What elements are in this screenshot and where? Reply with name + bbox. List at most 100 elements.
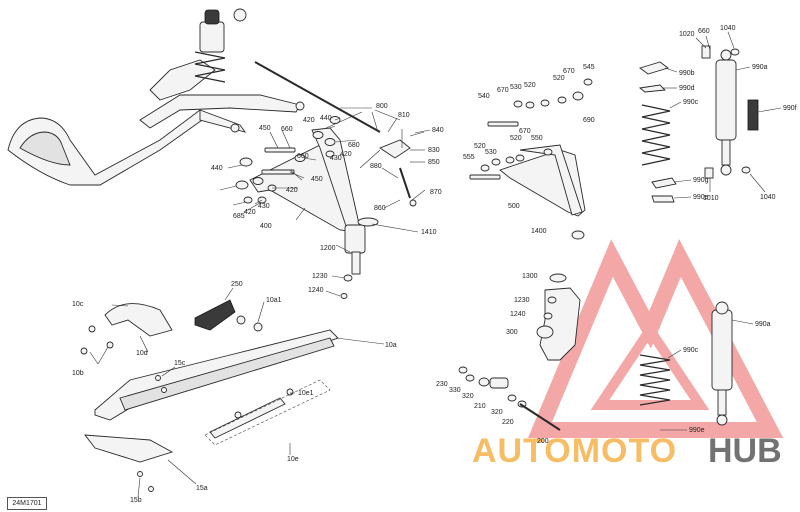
callout-990e-lower: 990e (689, 427, 705, 434)
leader-lines (89, 107, 431, 498)
callout-labels: 800 810 840 830 850 880 860 870 1410 120… (72, 103, 444, 504)
callout-990g: 990g (693, 177, 709, 184)
watermark-logo (527, 239, 784, 438)
callout-1230b: 1230 (514, 297, 530, 304)
callout-810: 810 (398, 112, 410, 119)
callout-320b: 320 (491, 409, 503, 416)
callout-1020: 1020 (679, 31, 695, 38)
spindle-hardware (458, 366, 561, 431)
callout-990f: 990f (783, 105, 797, 112)
shock-absorber-illustration (638, 45, 759, 203)
a-arm-lower-illustration (249, 127, 379, 275)
callout-1200: 1200 (320, 245, 336, 252)
callout-555: 555 (463, 154, 475, 161)
callout-840: 840 (432, 127, 444, 134)
callout-15a: 15a (196, 485, 208, 492)
callout-1040: 1040 (720, 25, 736, 32)
callout-10d: 10d (136, 350, 148, 357)
callout-530b: 530 (485, 149, 497, 156)
spindle-illustration (536, 287, 581, 361)
callout-680: 680 (348, 142, 360, 149)
callout-210: 210 (474, 403, 486, 410)
callout-690: 690 (583, 117, 595, 124)
front-suspension-assembly-illustration (7, 8, 381, 186)
callout-990e: 990e (693, 194, 709, 201)
callout-1300: 1300 (522, 273, 538, 280)
shock-leader-lines (660, 31, 782, 431)
callout-330: 330 (449, 387, 461, 394)
callout-685: 685 (233, 213, 245, 220)
watermark-text: AUTOMOTO (472, 432, 677, 470)
callout-450b: 450 (311, 176, 323, 183)
callout-870: 870 (430, 189, 442, 196)
callout-440: 440 (320, 115, 332, 122)
a-arm-hardware (235, 116, 353, 299)
callout-520d: 520 (510, 135, 522, 142)
callout-990a: 990a (752, 64, 768, 71)
callout-1040b: 1040 (760, 194, 776, 201)
shock-assembled-illustration (639, 301, 733, 426)
callout-420d: 420 (244, 209, 256, 216)
callout-420b: 420 (340, 151, 352, 158)
callout-430: 430 (330, 155, 342, 162)
callout-10c: 10c (72, 301, 84, 308)
callout-1410: 1410 (421, 229, 437, 236)
callout-250: 250 (231, 281, 243, 288)
callout-220: 220 (502, 419, 514, 426)
callout-230: 230 (436, 381, 448, 388)
callout-530: 530 (510, 84, 522, 91)
callout-420c: 420 (286, 187, 298, 194)
callout-420: 420 (303, 117, 315, 124)
watermark-text-hub: HUB (708, 432, 782, 470)
callout-540: 540 (478, 93, 490, 100)
a-arm-upper-illustration (469, 78, 593, 283)
ski-illustration (80, 299, 339, 492)
callout-400: 400 (260, 223, 272, 230)
callout-15b: 15b (130, 497, 142, 504)
callout-520: 520 (524, 82, 536, 89)
callout-990a-lower: 990a (755, 321, 771, 328)
callout-660b: 660 (297, 153, 309, 160)
callout-670: 670 (497, 87, 509, 94)
callout-660c: 660 (698, 28, 710, 35)
callout-670c: 670 (519, 128, 531, 135)
callout-990c: 990c (683, 99, 699, 106)
callout-1400: 1400 (531, 228, 547, 235)
callout-860: 860 (374, 205, 386, 212)
callout-520c: 520 (474, 143, 486, 150)
callout-10e1: 10e1 (298, 390, 314, 397)
callout-800: 800 (376, 103, 388, 110)
callout-440b: 440 (211, 165, 223, 172)
callout-320: 320 (462, 393, 474, 400)
callout-450: 450 (259, 125, 271, 132)
callout-500: 500 (508, 203, 520, 210)
callout-1010: 1010 (703, 195, 719, 202)
diagram-code: 24M1701 (7, 497, 47, 510)
callout-430b: 430 (258, 203, 270, 210)
callout-850: 850 (428, 159, 440, 166)
callout-200: 200 (537, 438, 549, 445)
callout-670b: 670 (563, 68, 575, 75)
callout-labels-right: 540 670 530 520 670 545 520 690 555 520 … (436, 64, 595, 445)
callout-10b: 10b (72, 370, 84, 377)
callout-10a1: 10a1 (266, 297, 282, 304)
callout-10e: 10e (287, 456, 299, 463)
ski-runner-outline (204, 379, 331, 446)
callout-1240: 1240 (308, 287, 324, 294)
callout-1240b: 1240 (510, 311, 526, 318)
callout-880: 880 (370, 163, 382, 170)
callout-300: 300 (506, 329, 518, 336)
callout-990c-lower: 990c (683, 347, 699, 354)
callout-830: 830 (428, 147, 440, 154)
callout-520b: 520 (553, 75, 565, 82)
tie-rod-illustration (379, 139, 417, 207)
callout-15c: 15c (174, 360, 186, 367)
callout-1230: 1230 (312, 273, 328, 280)
callout-990d: 990d (679, 85, 695, 92)
callout-labels-shock: 1020 660 1040 990b 990d 990c 990a 990f 9… (679, 25, 797, 434)
callout-660: 660 (281, 126, 293, 133)
callout-545: 545 (583, 64, 595, 71)
callout-10a: 10a (385, 342, 397, 349)
callout-550: 550 (531, 135, 543, 142)
